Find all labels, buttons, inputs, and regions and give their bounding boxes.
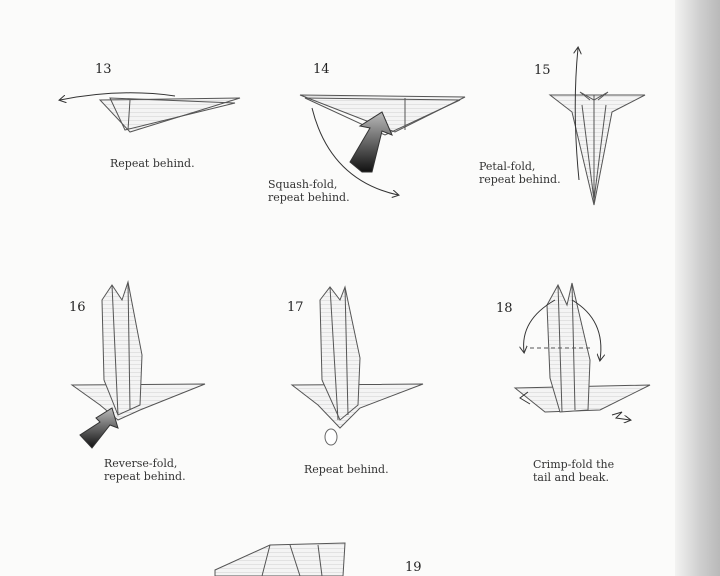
step-number-13: 13 bbox=[95, 62, 112, 77]
step-19-figure bbox=[214, 542, 346, 576]
page-edge-shadow bbox=[675, 0, 720, 576]
step-number-15: 15 bbox=[534, 63, 551, 78]
step-18-caption: Crimp-fold the tail and beak. bbox=[533, 458, 615, 484]
step-number-18: 18 bbox=[496, 301, 513, 316]
step-number-14: 14 bbox=[313, 62, 330, 77]
step-number-17: 17 bbox=[287, 300, 304, 315]
step-13-figure bbox=[60, 92, 241, 133]
step-14-caption: Squash-fold, repeat behind. bbox=[268, 178, 350, 204]
step-number-16: 16 bbox=[69, 300, 86, 315]
step-16-figure bbox=[70, 280, 206, 449]
step-15-figure bbox=[548, 48, 646, 206]
step-15-caption: Petal-fold, repeat behind. bbox=[479, 160, 561, 186]
step-17-figure bbox=[290, 285, 424, 446]
step-14-figure bbox=[299, 94, 466, 195]
step-number-19: 19 bbox=[405, 560, 422, 575]
step-17-caption: Repeat behind. bbox=[304, 463, 389, 476]
step-16-caption: Reverse-fold, repeat behind. bbox=[104, 457, 186, 483]
step-13-caption: Repeat behind. bbox=[110, 157, 195, 170]
step-18-figure bbox=[513, 282, 651, 420]
